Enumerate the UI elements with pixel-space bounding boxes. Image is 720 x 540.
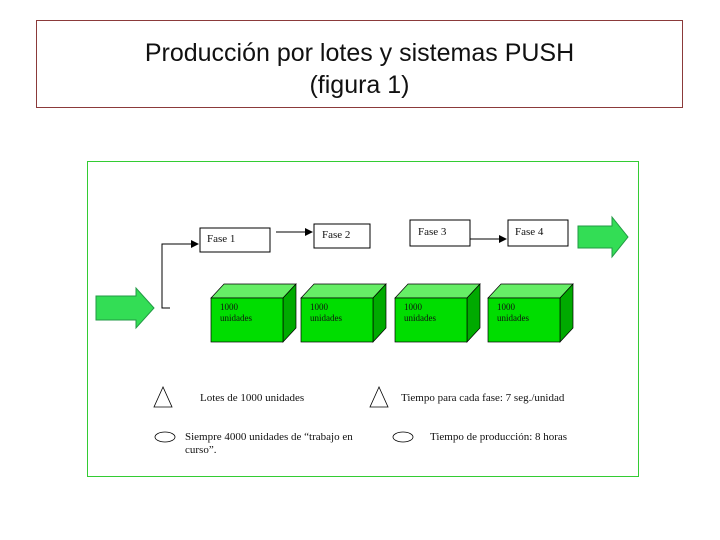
batch-box-1-qty: 1000 bbox=[220, 302, 238, 312]
input-arrow bbox=[95, 286, 155, 330]
batch-box-3-unit: unidades bbox=[404, 313, 436, 323]
title-line-1: Producción por lotes y sistemas PUSH bbox=[144, 39, 575, 67]
batch-box-3 bbox=[394, 283, 481, 343]
legend-tiempo-fase: Tiempo para cada fase: 7 seg./unidad bbox=[401, 392, 565, 404]
fase2-box bbox=[313, 223, 371, 249]
batch-box-4-unit: unidades bbox=[497, 313, 529, 323]
legend-tiempo-produccion: Tiempo de producción: 8 horas bbox=[430, 431, 568, 443]
triangle-icon-tiempo bbox=[369, 386, 389, 408]
fase1-label: Fase 1 bbox=[207, 233, 236, 245]
fase4-box bbox=[507, 219, 569, 247]
batch-box-4 bbox=[487, 283, 574, 343]
push-diagram-frame bbox=[87, 161, 639, 477]
fase4-label: Fase 4 bbox=[515, 226, 544, 238]
feed-line bbox=[161, 240, 199, 309]
batch-box-3-qty: 1000 bbox=[404, 302, 422, 312]
batch-box-3-text: 1000 unidades bbox=[404, 302, 464, 324]
batch-box-2-qty: 1000 bbox=[310, 302, 328, 312]
batch-box-2-unit: unidades bbox=[310, 313, 342, 323]
batch-box-1-unit: unidades bbox=[220, 313, 252, 323]
legend-lotes: Lotes de 1000 unidades bbox=[200, 392, 305, 404]
fase1-box bbox=[199, 227, 271, 253]
batch-box-2 bbox=[300, 283, 387, 343]
ellipse-icon-wip bbox=[154, 431, 176, 443]
legend-wip: Siempre 4000 unidades de “trabajo en cur… bbox=[185, 431, 353, 456]
title-line-2: (figura 1) bbox=[309, 71, 410, 99]
ellipse-icon-produccion bbox=[392, 431, 414, 443]
fase3-label: Fase 3 bbox=[418, 226, 447, 238]
fase3-box bbox=[409, 219, 471, 247]
batch-box-4-qty: 1000 bbox=[497, 302, 515, 312]
title-box: Producción por lotes y sistemas PUSH (fi… bbox=[36, 20, 683, 108]
batch-box-2-text: 1000 unidades bbox=[310, 302, 370, 324]
fase2-label: Fase 2 bbox=[322, 229, 351, 241]
output-arrow bbox=[577, 215, 629, 259]
batch-box-1-text: 1000 unidades bbox=[220, 302, 280, 324]
batch-box-1 bbox=[210, 283, 297, 343]
triangle-icon-lotes bbox=[153, 386, 173, 408]
batch-box-4-text: 1000 unidades bbox=[497, 302, 557, 324]
